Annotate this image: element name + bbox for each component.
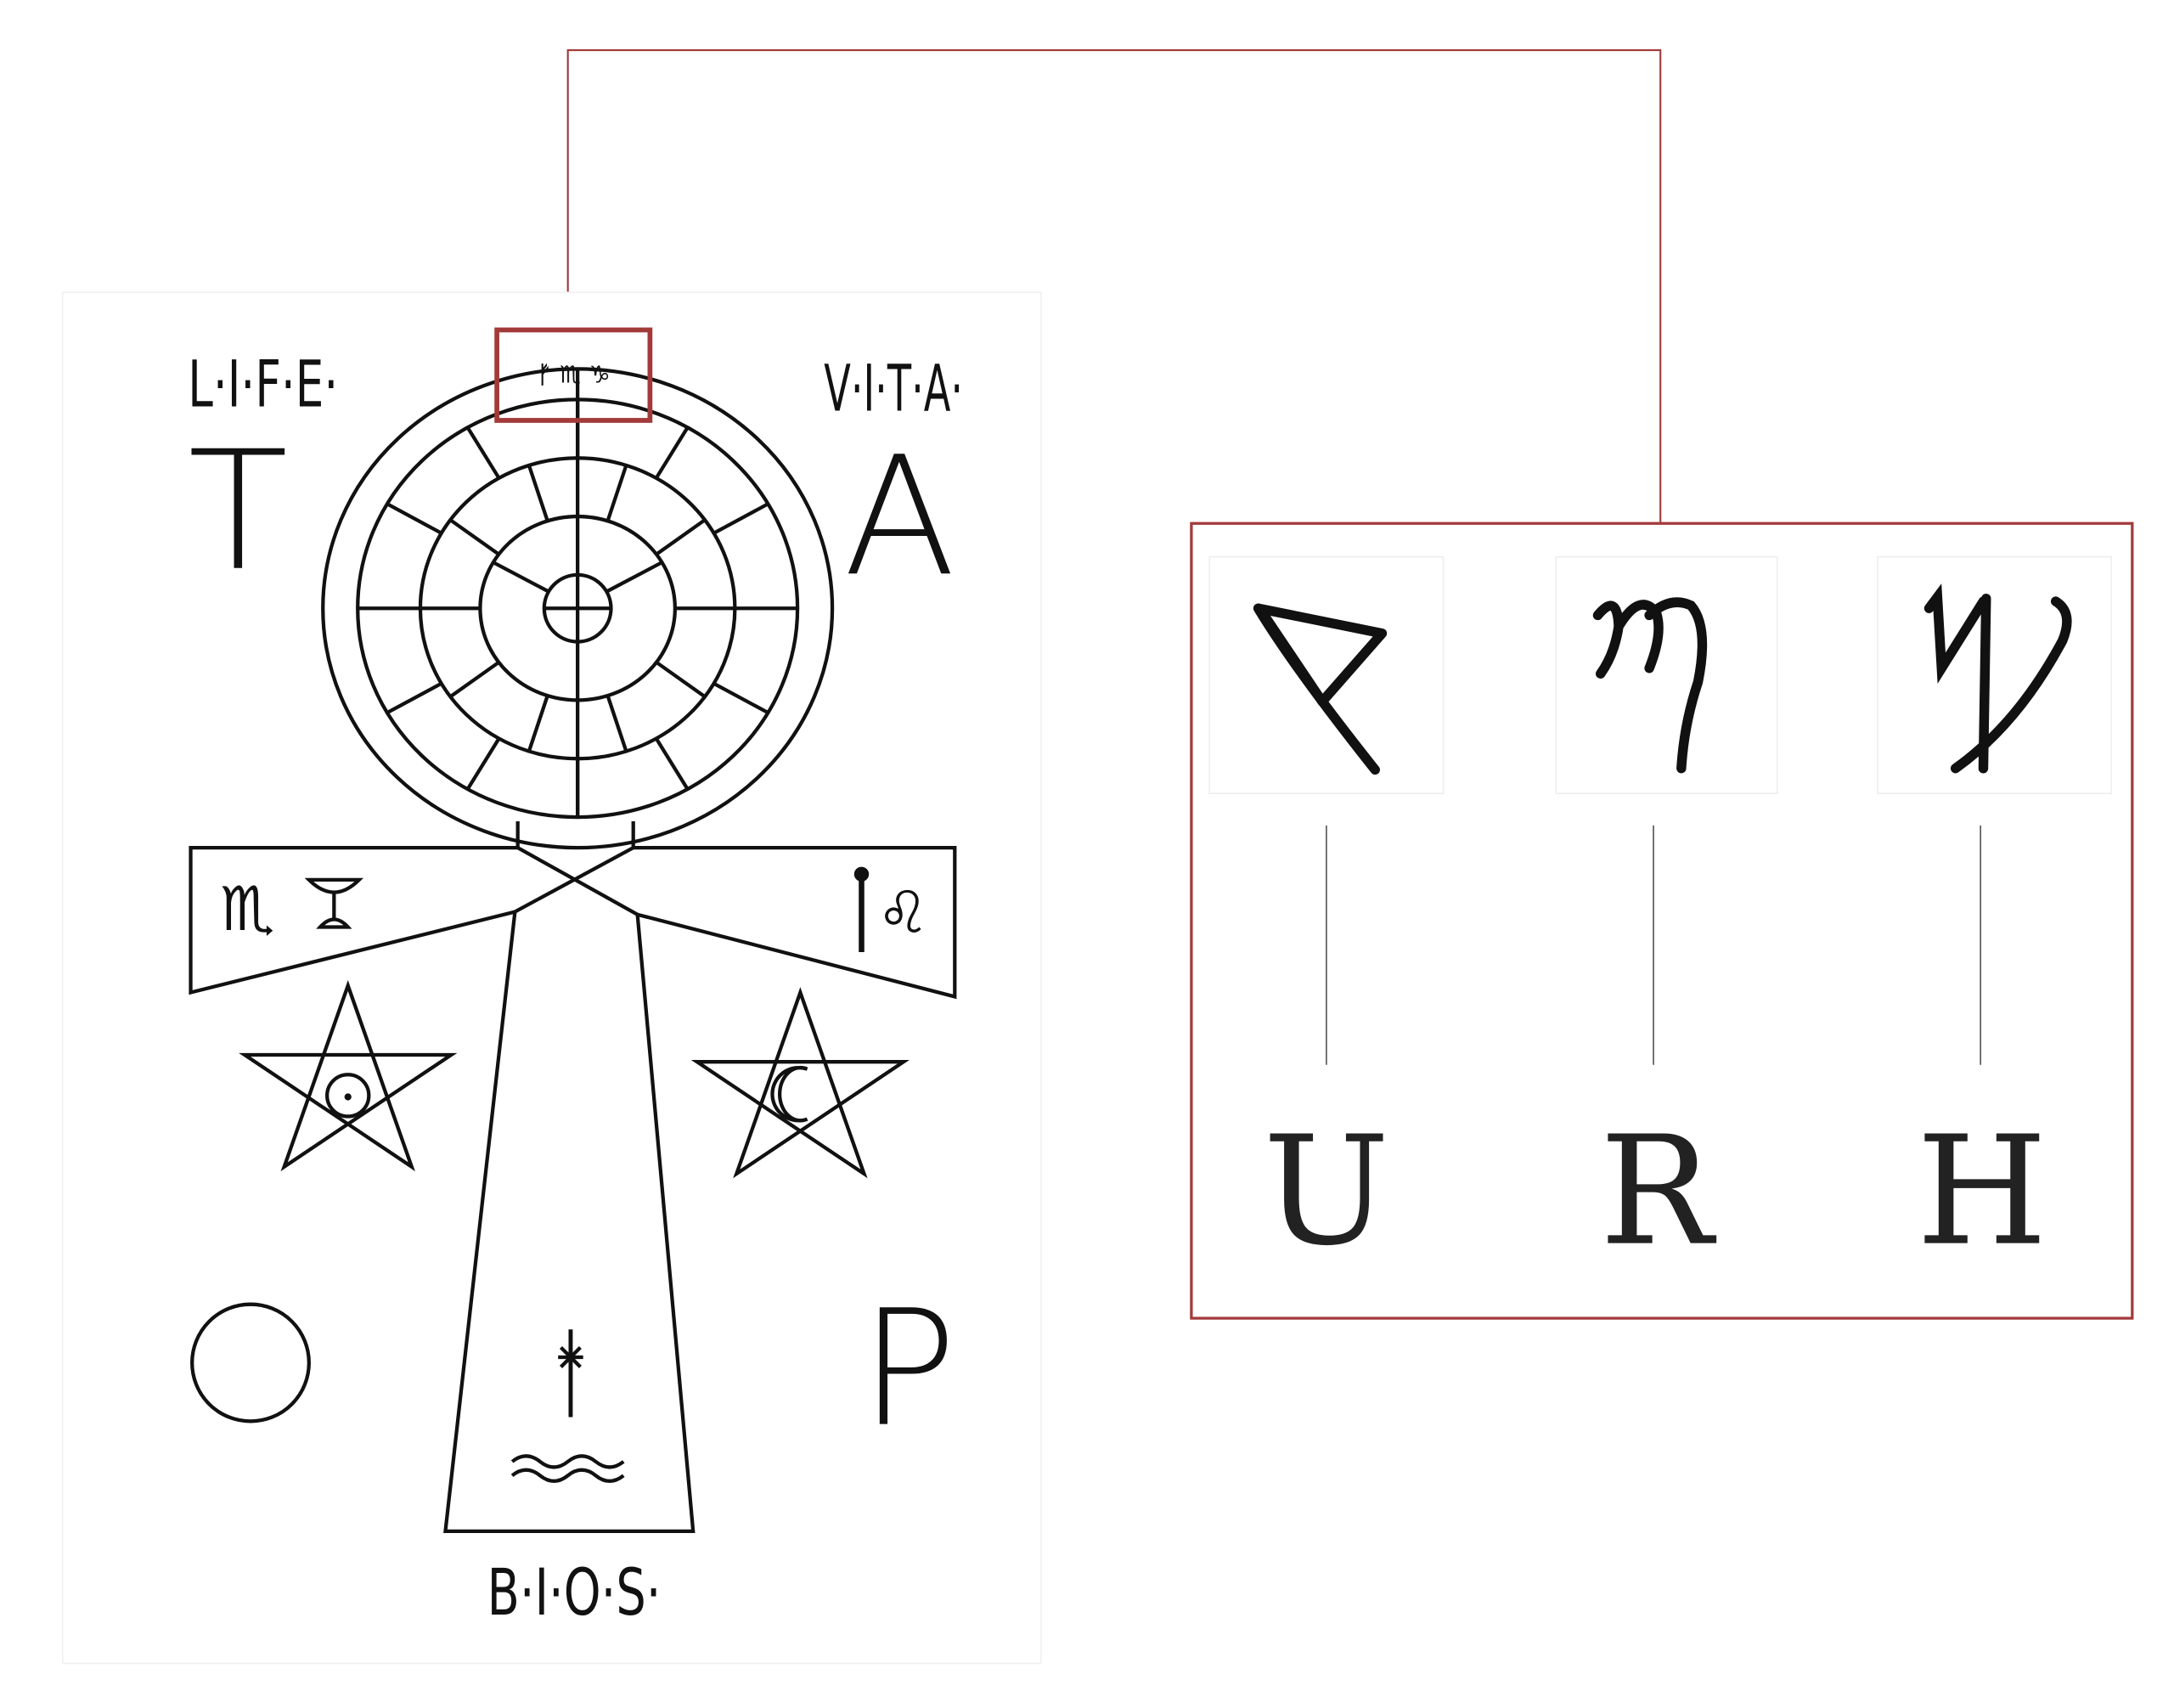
wheel-spoke [712,681,769,715]
letter-a: A [843,420,955,612]
h-glyph-icon [1923,583,2072,774]
wheel-spoke [449,661,500,699]
glyph-card-r: R [1555,555,1778,1279]
water-waves-icon [510,1454,625,1483]
rune-glyph-icon [1253,603,1388,775]
letter-o: O [0,0,2,1]
sun-icon [325,1073,371,1119]
letter-o-circle [190,1302,311,1423]
glyph-card-u: U [1208,555,1445,1279]
wheel-spoke [655,661,707,699]
wheel-spoke [386,681,442,715]
dagger-icon [558,1329,583,1418]
wheel-spoke [654,426,690,480]
leo-symbol: ♌ [877,879,930,947]
moon-icon [770,1065,808,1123]
ankh-body [189,820,957,1533]
wheel-spoke [712,502,769,535]
wheel-spoke [527,695,549,753]
vita-label: V·I·T·A· [824,352,963,426]
ankh-illustration-panel: L·I·F·E· V·I·T·A· T A O P ♏ [0,0,1042,1665]
wheel-spoke [386,502,442,535]
ankh-wheel [321,367,835,850]
letter-p: P [860,1277,957,1463]
wheel-spoke [465,426,501,480]
wheel-spoke [605,561,663,594]
life-label: L·I·F·E· [188,347,338,422]
wheel-spoke [465,737,501,791]
letter-h: H [1917,1104,2047,1279]
ring-glyphs: ᚠ ♏ ♑ [538,361,611,389]
wheel-spoke [605,465,628,522]
glyph-card-h: H [1877,555,2113,1279]
wand-icon [853,866,870,953]
letter-u: U [1263,1104,1389,1279]
wheel-spoke [527,465,549,522]
scorpio-symbol: ♏ [220,874,275,945]
wheel-spoke [654,737,690,791]
star-right-pentagram-icon [690,987,910,1179]
star-left-pentagram-icon [239,979,458,1172]
bios-label: B·I·O·S· [487,1555,662,1630]
wheel-spoke [605,695,628,753]
highlight-box[interactable] [494,327,653,423]
letter-t: T [188,415,288,607]
glyph-detail-panel: U R H [1190,521,2134,1320]
wheel-spoke [655,518,707,556]
wheel-spoke [449,518,500,556]
highlight-connector-line [566,48,1662,524]
chalice-icon [304,877,363,929]
wheel-spoke [492,561,550,594]
m-glyph-icon [1592,597,1708,774]
letter-r: R [1600,1104,1717,1279]
